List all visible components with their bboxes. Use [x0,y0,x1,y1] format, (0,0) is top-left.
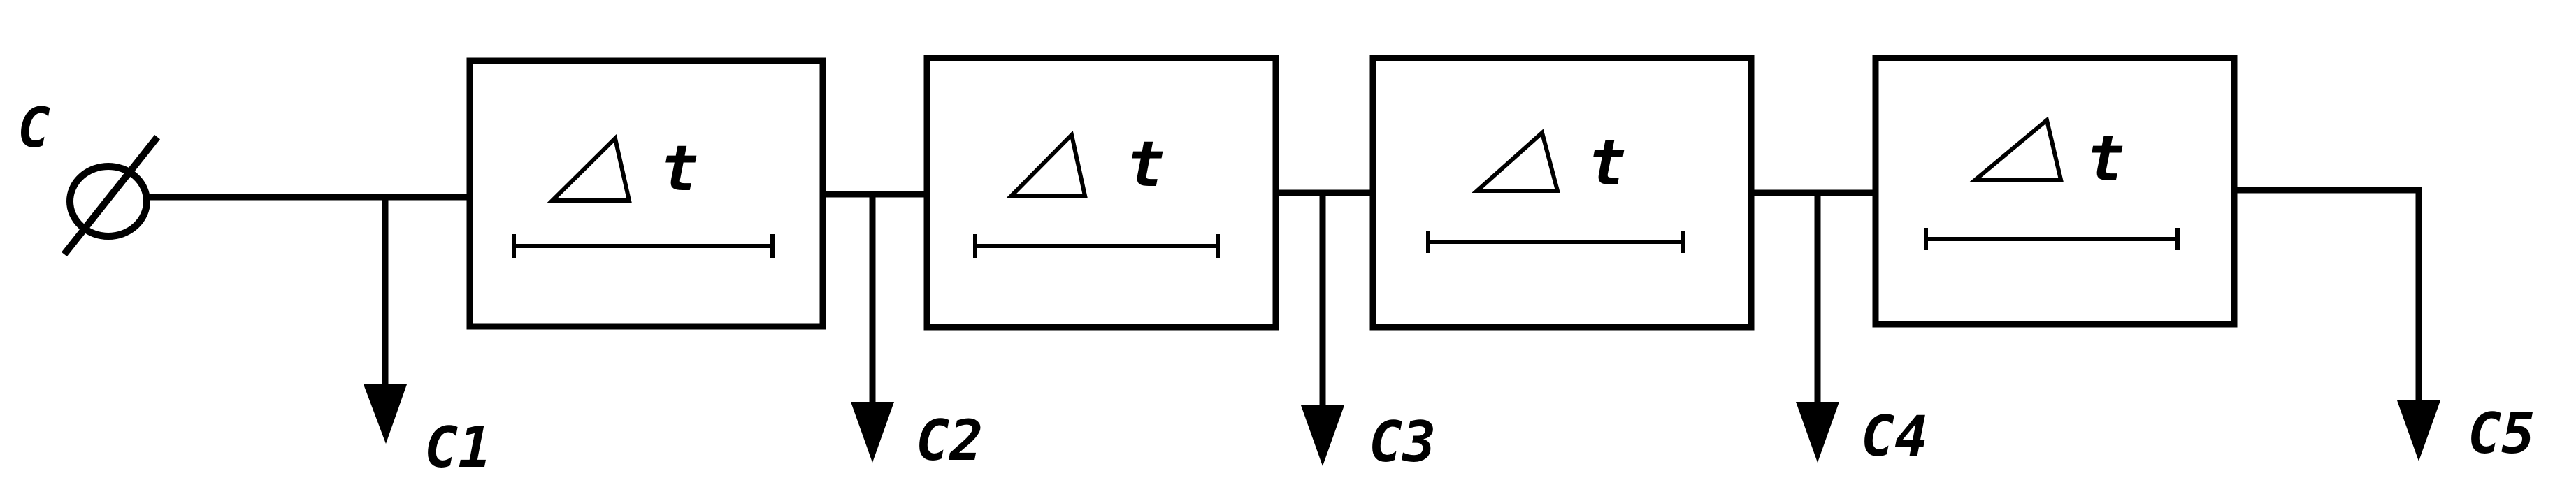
delta-triangle-icon [1969,116,2064,182]
delay-block-3: t [1369,55,1755,331]
output-tap-c3: C3 [1301,189,1436,475]
delta-triangle-icon [1006,130,1088,198]
delay-block-4: t [1872,55,2238,328]
output-tap-c2: C2 [851,191,983,473]
output-tap-c5: C5 [2397,187,2535,466]
input-terminal-symbol [61,134,161,257]
output-label-c4: C4 [1861,404,1928,469]
input-label: C [17,97,50,160]
down-arrow-icon [1796,402,1839,463]
down-arrow-icon [851,402,894,463]
span-bar [512,234,775,258]
output-label-c1: C1 [424,415,491,478]
down-arrow-icon [2397,400,2440,461]
delta-triangle-icon [1472,129,1560,193]
delay-block-1: t [466,57,826,330]
output-label-c5: C5 [2468,401,2535,466]
down-arrow-icon [1301,405,1344,466]
span-bar [1426,231,1685,253]
output-label-c3: C3 [1369,410,1436,475]
output-tap-c4: C4 [1796,189,1928,469]
output-label-c2: C2 [916,408,983,473]
delay-block-var-label: t [1127,128,1165,201]
span-bar [973,234,1220,258]
delay-block-2: t [923,55,1279,331]
delay-block-var-label: t [1588,126,1626,200]
down-arrow-icon [364,384,407,444]
delay-block-var-label: t [2087,122,2124,196]
delta-triangle-icon [547,134,632,203]
delay-block-var-label: t [661,132,698,205]
output-tap-c1: C1 [364,194,491,478]
span-bar [1924,228,2180,250]
